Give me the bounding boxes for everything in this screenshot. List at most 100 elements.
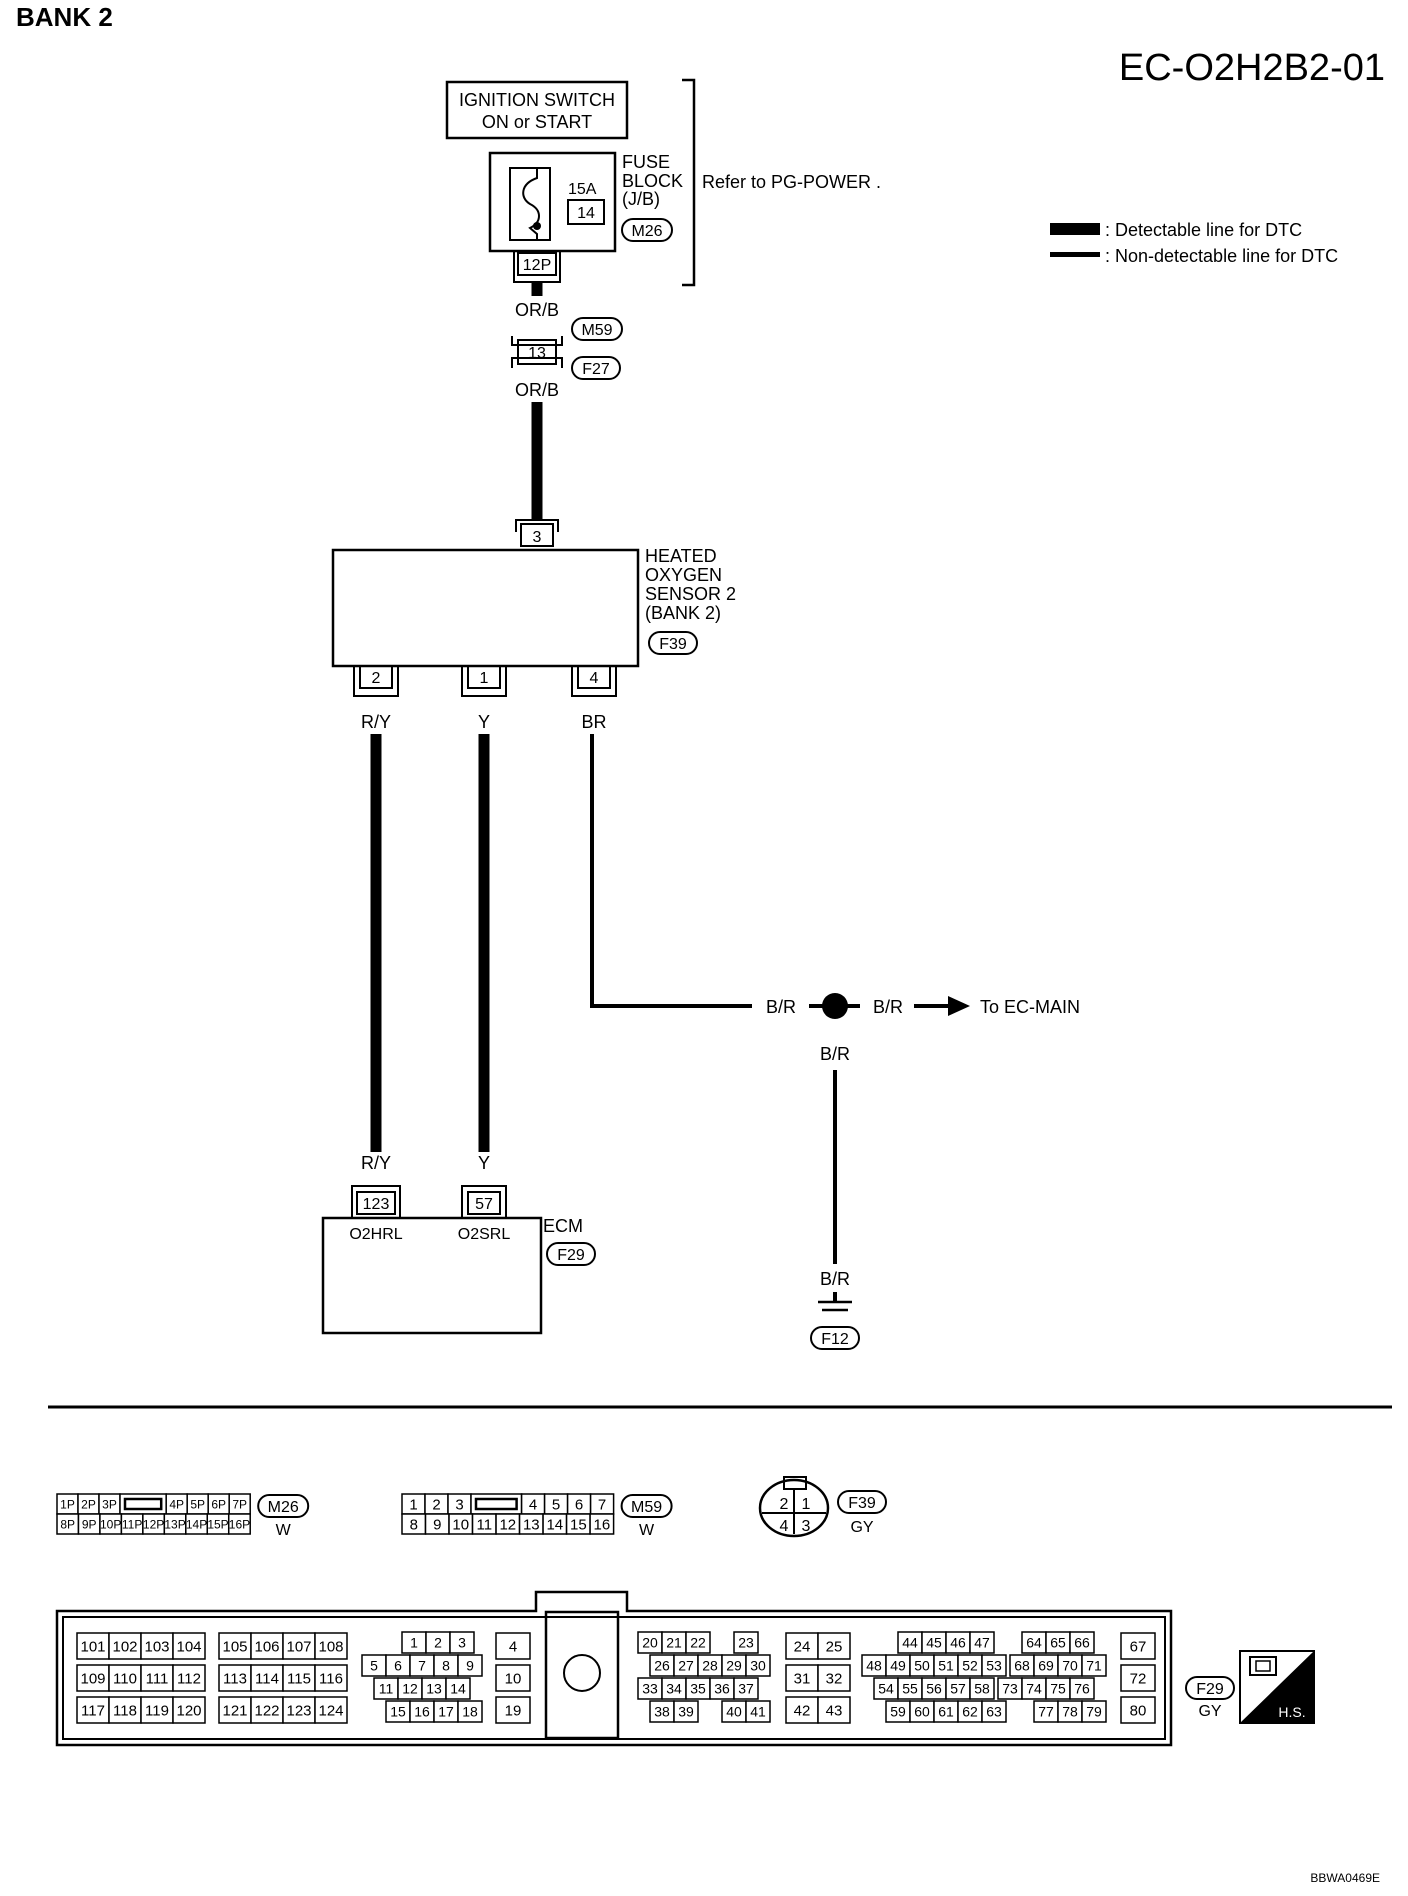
f29-pin-23-cell	[733, 1631, 759, 1654]
m26-pin-16P-cell	[227, 1513, 251, 1535]
f29-connector-id: F29	[1196, 1681, 1224, 1698]
f29-pin-120: 120	[176, 1702, 201, 1719]
wire-orb-bottom: OR/B	[515, 380, 559, 400]
legend-thick-line	[1050, 223, 1100, 235]
hs-label: H.S.	[1278, 1704, 1305, 1720]
f29-pin-53-cell	[981, 1654, 1007, 1677]
f29-pin-114: 114	[255, 1670, 279, 1687]
f29-pin-22: 22	[690, 1635, 706, 1651]
power-bracket	[682, 78, 696, 287]
sensor-terminal-1: 1	[480, 670, 489, 687]
f29-pin-27: 27	[678, 1658, 694, 1674]
f39-pin-4: 4	[780, 1518, 789, 1535]
legend: : Detectable line for DTC : Non-detectab…	[1050, 220, 1338, 266]
m59-pin-5: 5	[552, 1496, 560, 1513]
f29-pin-25-cell	[817, 1632, 851, 1660]
f29-pin-48: 48	[866, 1658, 882, 1674]
f29-pin-32: 32	[826, 1670, 843, 1687]
section-title: BANK 2	[16, 2, 113, 32]
f29-pin-80: 80	[1130, 1702, 1147, 1719]
ecm-terminal-57: 57	[475, 1196, 493, 1213]
m59-pin-15: 15	[570, 1516, 587, 1533]
f39-pin-3: 3	[802, 1518, 811, 1535]
f29-pin-21: 21	[666, 1635, 682, 1651]
f29-pin-71-cell	[1081, 1654, 1107, 1677]
f29-pin-6: 6	[394, 1658, 402, 1674]
m59-pin-8: 8	[410, 1516, 418, 1533]
f29-pin-110: 110	[113, 1670, 137, 1687]
legend-detectable: : Detectable line for DTC	[1105, 220, 1302, 240]
wire-br-path	[590, 734, 752, 1008]
m59-pin-14: 14	[546, 1516, 563, 1533]
f29-pin-107-cell	[282, 1632, 316, 1660]
f29-pin-117: 117	[81, 1702, 105, 1719]
f29-pin-75: 75	[1050, 1681, 1066, 1697]
f29-pin-68: 68	[1014, 1658, 1030, 1674]
splice-point	[822, 993, 848, 1019]
f29-pin-112-cell	[172, 1664, 206, 1692]
f29-pin-103-cell	[140, 1632, 174, 1660]
m26-pin-15P: 15P	[207, 1517, 228, 1531]
f29-pin-121-cell	[218, 1696, 252, 1724]
f29-pin-4-cell	[495, 1632, 531, 1660]
f29-pin-118: 118	[113, 1702, 137, 1719]
f29-pin-29: 29	[726, 1658, 742, 1674]
sensor-terminal-4: 4	[590, 670, 599, 687]
f29-pin-37-cell	[733, 1677, 759, 1700]
f29-pin-109: 109	[80, 1670, 105, 1687]
f29-pin-9-cell	[457, 1654, 483, 1677]
sensor-terminal-3: 3	[533, 529, 542, 546]
f29-pin-108: 108	[318, 1638, 343, 1655]
f29-pin-14: 14	[450, 1681, 466, 1697]
legend-non-detectable: : Non-detectable line for DTC	[1105, 246, 1338, 266]
diagram-code: EC-O2H2B2-01	[1119, 47, 1385, 89]
f29-pin-109-cell	[76, 1664, 110, 1692]
f29-pin-47: 47	[974, 1635, 990, 1651]
f29-pin-79-cell	[1081, 1700, 1107, 1723]
sensor-label-2: OXYGEN	[645, 565, 722, 585]
f29-pin-62: 62	[962, 1704, 978, 1720]
f29-pin-108-cell	[314, 1632, 348, 1660]
f29-pin-57: 57	[950, 1681, 966, 1697]
m59-pin-13: 13	[523, 1516, 540, 1533]
m59-pin-9: 9	[433, 1516, 441, 1533]
f29-pin-103: 103	[144, 1638, 169, 1655]
m26-pin-3P: 3P	[102, 1497, 117, 1511]
f29-pin-25: 25	[826, 1638, 843, 1655]
f29-pin-33: 33	[642, 1681, 658, 1697]
f39-pin-2: 2	[780, 1496, 789, 1513]
f29-pin-10-cell	[495, 1664, 531, 1692]
m59-lock-slot	[474, 1497, 518, 1511]
f29-pin-112: 112	[177, 1670, 201, 1687]
f29-pin-79: 79	[1086, 1704, 1102, 1720]
fuse-number: 14	[577, 205, 595, 222]
f29-pin-105: 105	[222, 1638, 247, 1655]
f29-pin-43-cell	[817, 1696, 851, 1724]
f29-pin-65: 65	[1050, 1635, 1066, 1651]
fuse-label-1: FUSE	[622, 152, 670, 172]
fuse-rating: 15A	[568, 181, 597, 198]
f29-pin-17: 17	[438, 1704, 454, 1720]
f29-pin-4: 4	[509, 1638, 517, 1655]
ecm-label: ECM	[543, 1216, 583, 1236]
m59-pin-10: 10	[452, 1516, 469, 1533]
f29-pin-66: 66	[1074, 1635, 1090, 1651]
f29-pin-115: 115	[287, 1670, 311, 1687]
heated-oxygen-sensor: 3 HEATED OXYGEN SENSOR 2 (BANK 2) F39 2 …	[331, 519, 736, 697]
f29-pin-55: 55	[902, 1681, 918, 1697]
f29-pin-72-cell	[1120, 1664, 1156, 1692]
f29-pin-45: 45	[926, 1635, 942, 1651]
f29-pin-106: 106	[254, 1638, 279, 1655]
arrow-icon	[948, 996, 970, 1016]
m26-pin-4P: 4P	[169, 1497, 184, 1511]
f29-pin-80-cell	[1120, 1696, 1156, 1724]
f29-pin-63-cell	[981, 1700, 1007, 1723]
f29-pin-31: 31	[794, 1670, 811, 1687]
ecm-terminal-123: 123	[363, 1196, 390, 1213]
f29-pin-30-cell	[745, 1654, 771, 1677]
f29-pin-114-cell	[250, 1664, 284, 1692]
f29-pin-78: 78	[1062, 1704, 1078, 1720]
m26-pin-2P: 2P	[81, 1497, 96, 1511]
f29-pin-110-cell	[108, 1664, 142, 1692]
f29-pin-47-cell	[969, 1631, 995, 1654]
